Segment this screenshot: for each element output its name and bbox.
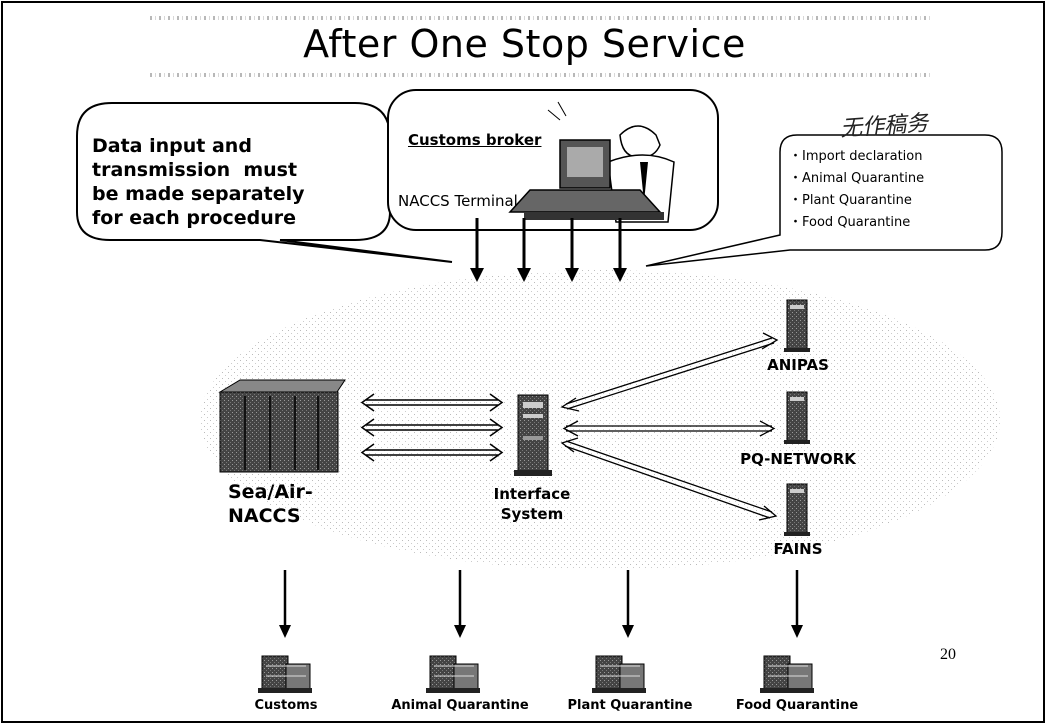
procedure-list: Import declaration Animal Quarantine Pla… [797,146,924,234]
interface-label-line-2: System [500,505,564,523]
left-callout-line-4: for each procedure [92,207,296,229]
office-label-food-quarantine: Food Quarantine [735,698,859,713]
office-arrow-heads [279,625,803,638]
interface-label-line-1: Interface [493,485,571,503]
customs-office-icon [258,655,312,693]
procedure-plant-quarantine: Plant Quarantine [797,190,924,212]
pq-network-label: PQ-NETWORK [740,450,856,468]
animal-quarantine-office-icon [426,655,480,693]
procedure-animal-quarantine: Animal Quarantine [797,168,924,190]
title-scan-noise-bottom [150,73,930,77]
left-callout-line-1: Data input and [92,135,252,157]
office-down-arrows [283,570,799,628]
handwritten-note: 无作稿务 [839,110,929,143]
sea-air-naccs-label: Sea/Air- NACCS [228,480,313,528]
anipas-server-icon [784,299,810,352]
anipas-label: ANIPAS [767,356,829,374]
interface-server-icon [514,394,552,476]
office-label-customs: Customs [254,698,318,713]
office-label-plant-quarantine: Plant Quarantine [567,698,693,713]
slide-title: After One Stop Service [303,22,746,66]
naccs-label-line-2: NACCS [228,505,301,527]
terminal-arrow-heads [470,268,627,282]
fains-server-icon [784,483,810,536]
pq-network-server-icon [784,391,810,444]
broker-workstation-icon [508,101,675,223]
fains-label: FAINS [773,540,823,558]
naccs-terminal-label: NACCS Terminal [398,192,518,210]
title-scan-noise-top [150,16,930,20]
food-quarantine-office-icon [760,655,814,693]
naccs-interface-links [360,393,504,462]
terminal-down-arrows [475,218,622,272]
naccs-label-line-1: Sea/Air- [228,481,313,503]
left-callout-line-2: transmission must [92,159,298,181]
page-number: 20 [940,646,956,663]
naccs-mainframe-icon [218,379,346,473]
interface-agency-links [560,332,779,521]
left-callout-line-3: be made separately [92,183,305,205]
office-label-animal-quarantine: Animal Quarantine [391,698,529,713]
left-callout-text: Data input and transmission must be made… [92,134,392,230]
plant-quarantine-office-icon [592,655,646,693]
procedure-food-quarantine: Food Quarantine [797,212,924,234]
customs-broker-label: Customs broker [408,131,542,149]
procedure-import-declaration: Import declaration [797,146,924,168]
interface-system-label: Interface System [480,484,584,524]
